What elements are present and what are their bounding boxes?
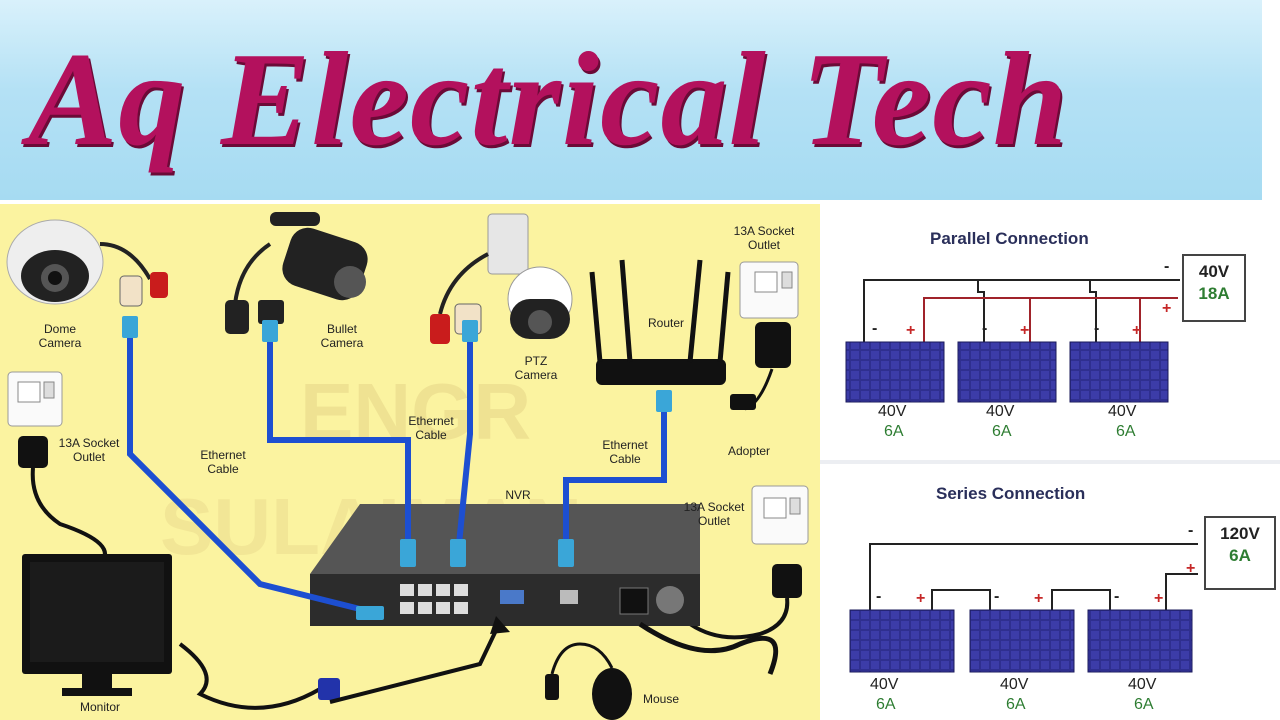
parallel-panel-1-current: 6A (884, 423, 904, 440)
parallel-panel-2-current: 6A (992, 423, 1012, 440)
parallel-panel-2-minus: - (982, 320, 988, 337)
banner-title: Aq Electrical Tech (28, 25, 1069, 173)
series-panel-2-icon (969, 609, 1075, 673)
series-panel-1-voltage: 40V (870, 676, 899, 693)
parallel-wires (863, 279, 1180, 342)
series-title: Series Connection (936, 484, 1086, 503)
parallel-panel-3-voltage: 40V (1108, 403, 1137, 420)
adapter-icon (730, 322, 791, 411)
socket-left-icon (7, 371, 63, 427)
parallel-panel-3-icon (1069, 341, 1169, 403)
mouse-icon (545, 642, 632, 720)
arrow-head-icon (490, 616, 510, 634)
parallel-panel-3-minus: - (1094, 320, 1100, 337)
series-output-voltage: 120V (1220, 524, 1260, 543)
solar-section-divider (820, 460, 1280, 464)
plug-left-icon (18, 436, 107, 566)
series-panel-3-voltage: 40V (1128, 676, 1157, 693)
dome-camera-icon (6, 219, 168, 307)
parallel-output-box: 40V 18A (1182, 254, 1246, 322)
cctv-wiring-diagram: ENGR SULAIMAN (0, 204, 820, 720)
parallel-panel-1-plus: + (906, 322, 916, 339)
vga-connector-icon (318, 678, 340, 700)
parallel-panel-1-minus: - (872, 320, 878, 337)
series-panel-2-current: 6A (1006, 696, 1026, 713)
title-banner: Aq Electrical Tech (0, 0, 1262, 200)
bullet-camera-icon (225, 212, 368, 334)
series-output-minus: - (1188, 522, 1194, 539)
solar-wiring (845, 279, 1198, 673)
monitor-label: Monitor (79, 700, 120, 714)
parallel-panel-1-icon (845, 341, 945, 403)
router-icon (589, 259, 731, 385)
parallel-output-plus: + (1162, 300, 1172, 317)
series-panel-2-plus: + (1034, 590, 1044, 607)
monitor-icon (22, 554, 172, 696)
power-cord (638, 621, 779, 675)
parallel-panel-2-icon (957, 341, 1057, 403)
series-panel-1-icon (849, 609, 955, 673)
vga-cable (178, 642, 322, 710)
series-panel-3-minus: - (1114, 588, 1120, 605)
cctv-illustration: ENGR SULAIMAN (6, 212, 809, 720)
series-output-plus: + (1186, 560, 1196, 577)
series-panel-1-current: 6A (876, 696, 896, 713)
socket-right-icon (751, 485, 809, 545)
parallel-panel-3-current: 6A (1116, 423, 1136, 440)
plug-right-icon (688, 564, 802, 640)
mouse-label: Mouse (642, 692, 680, 706)
series-panel-2-minus: - (994, 588, 1000, 605)
rj45-connectors (122, 316, 672, 620)
nvr-label: NVR (505, 488, 531, 502)
parallel-panel-2-plus: + (1020, 322, 1030, 339)
socket-top-icon (739, 261, 799, 319)
series-panel-3-plus: + (1154, 590, 1164, 607)
parallel-output-voltage: 40V (1198, 262, 1230, 281)
series-output-box: 120V 6A (1204, 516, 1276, 590)
series-panel-1-minus: - (876, 588, 882, 605)
parallel-panel-1-voltage: 40V (878, 403, 907, 420)
parallel-panel-2-voltage: 40V (986, 403, 1015, 420)
parallel-title: Parallel Connection (930, 229, 1089, 248)
series-panel-1-plus: + (916, 590, 926, 607)
series-panel-2-voltage: 40V (1000, 676, 1029, 693)
parallel-panel-3-plus: + (1132, 322, 1142, 339)
connection-arrow (329, 621, 502, 704)
ethernet-cables (127, 332, 667, 617)
ptz-camera-icon (430, 213, 573, 344)
series-output-current: 6A (1229, 546, 1251, 565)
parallel-output-minus: - (1164, 258, 1170, 275)
adopter-label: Adopter (727, 444, 771, 458)
series-panel-3-icon (1087, 609, 1193, 673)
series-panel-3-current: 6A (1134, 696, 1154, 713)
parallel-output-current: 18A (1198, 284, 1230, 303)
series-wires (869, 543, 1198, 610)
router-label: Router (647, 316, 685, 330)
